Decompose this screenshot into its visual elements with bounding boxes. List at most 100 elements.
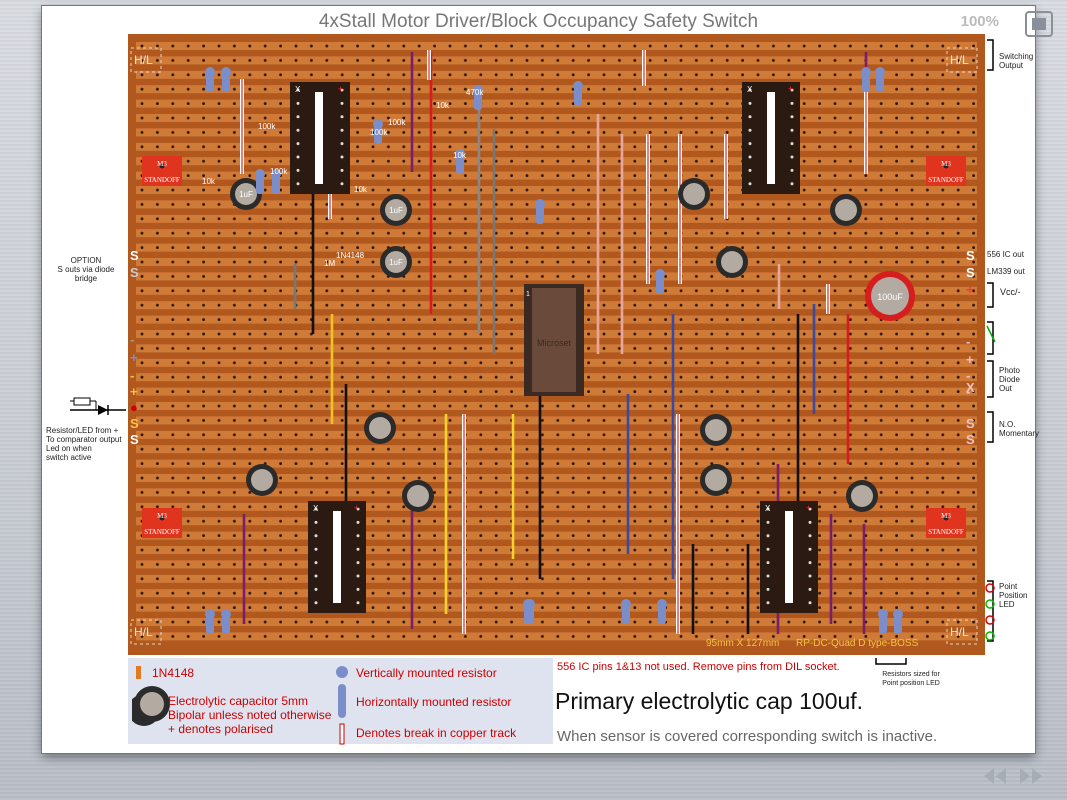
resistor-end [893, 609, 903, 619]
right-pin-label: S [966, 432, 975, 447]
ic-pin [790, 88, 794, 92]
resistor-value-label: 10k [202, 177, 216, 186]
ic-pin1-label: 1 [526, 291, 530, 298]
ic-center-link [333, 511, 341, 603]
primary-capacitor-label: 100uF [877, 292, 903, 302]
corner-marker [130, 619, 162, 645]
ic-pin [314, 561, 318, 565]
capacitor-top [251, 469, 273, 491]
corner-label: H/L [950, 53, 969, 67]
ic-center-link [785, 511, 793, 603]
ic-pin [340, 182, 344, 186]
lm339-out-label: LM339 out [987, 267, 1025, 276]
standoff-hole [943, 515, 949, 521]
ic-pin [790, 155, 794, 159]
ic-pin [314, 574, 318, 578]
standoff-hole [943, 163, 949, 169]
resistor-end [221, 67, 231, 77]
standoff-pad [926, 156, 966, 186]
standoff-label: STANDOFF [928, 528, 964, 536]
resistors-sized-label: Resistors sized for Point position LED [882, 671, 940, 687]
document-page: 4xStall Motor Driver/Block Occupancy Saf… [42, 6, 1039, 753]
ic-pin [790, 128, 794, 132]
primary-cap-note: Primary electrolytic cap 100uf. [555, 688, 864, 714]
ic-pin [296, 115, 300, 119]
fullscreen-icon[interactable] [1024, 10, 1054, 38]
ic-pin [748, 88, 752, 92]
page-title: 4xStall Motor Driver/Block Occupancy Saf… [318, 11, 759, 32]
ic-pin [808, 507, 812, 511]
resistor-end [271, 169, 281, 179]
ic-pin [340, 101, 344, 105]
resistor-end [473, 85, 483, 95]
legend-diode: 1N4148 [152, 666, 195, 680]
zoom-level[interactable]: 100% [960, 13, 999, 30]
ic-pin [340, 142, 344, 146]
next-page-icon[interactable] [1018, 766, 1044, 786]
ic-mark-x: X [747, 85, 753, 94]
capacitor-top [235, 183, 257, 205]
standoff-label: M3 [157, 160, 167, 168]
corner-label: H/L [134, 53, 153, 67]
ic-pin [808, 587, 812, 591]
ic-pin [340, 115, 344, 119]
ic-pin [766, 547, 770, 551]
capacitor-top [721, 251, 743, 273]
resistor-end [205, 67, 215, 77]
ic-pin [808, 547, 812, 551]
ic-pin [808, 520, 812, 524]
ic-pin [790, 101, 794, 105]
ic-pin [748, 155, 752, 159]
capacitor-top [851, 485, 873, 507]
ic-pin [296, 142, 300, 146]
board-dimensions: 95mm X 127mm [706, 638, 779, 649]
standoff-hole [159, 515, 165, 521]
ic-pin [766, 601, 770, 605]
ic-pin [748, 101, 752, 105]
left-pin-label: S [130, 416, 139, 431]
left-pin-label: + [130, 384, 138, 399]
resistor-value-label: 10k [354, 185, 368, 194]
resistor-value-label: 100k [258, 122, 276, 131]
standoff-label: M3 [941, 160, 951, 168]
left-pin-label: S [130, 432, 139, 447]
legend-horizontal-resistor: Horizontally mounted resistor [356, 695, 512, 709]
ic-pin [790, 115, 794, 119]
legend-electrolytic: Electrolytic capacitor 5mm Bipolar unles… [168, 694, 332, 736]
ic-pin [790, 168, 794, 172]
resistor-end [255, 169, 265, 179]
ic-center-link [767, 92, 775, 184]
standoff-label: STANDOFF [928, 176, 964, 184]
ic-pin [356, 587, 360, 591]
board-name: RP-DC-Quad D type-BOSS [796, 638, 919, 649]
option-label: OPTION S outs via diode bridge [57, 256, 115, 283]
resistor-end [655, 269, 665, 279]
legend-resistor-icons [336, 666, 348, 745]
ic-mark-x: X [313, 504, 319, 513]
capacitor-top [683, 183, 705, 205]
previous-page-icon[interactable] [982, 766, 1008, 786]
ic-pin [296, 88, 300, 92]
resistor-end [205, 609, 215, 619]
ic-pin [296, 168, 300, 172]
ic-pin [766, 561, 770, 565]
sensor-note: When sensor is covered corresponding swi… [557, 728, 938, 745]
right-pin-label: + [966, 352, 974, 367]
ic-pin [340, 88, 344, 92]
capacitor-top [369, 417, 391, 439]
resistor-value-label: 100k [370, 128, 388, 137]
resistor-end [657, 599, 667, 609]
resistor-value-label: 1N4148 [336, 251, 365, 260]
primary-capacitor-top [871, 277, 909, 315]
ic-mark-plus: + [354, 503, 359, 513]
ic-pin [340, 155, 344, 159]
ic-pin [314, 507, 318, 511]
resistor-end [861, 67, 871, 77]
legend: 1N4148 Electrolytic capacitor 5mm Bipola… [128, 658, 553, 745]
ic556-out-label: 556 IC out [987, 250, 1024, 259]
resistor-end [878, 609, 888, 619]
right-pin-label: X [966, 380, 975, 395]
resistor-end [573, 81, 583, 91]
resistor-value-label: 100k [388, 118, 406, 127]
